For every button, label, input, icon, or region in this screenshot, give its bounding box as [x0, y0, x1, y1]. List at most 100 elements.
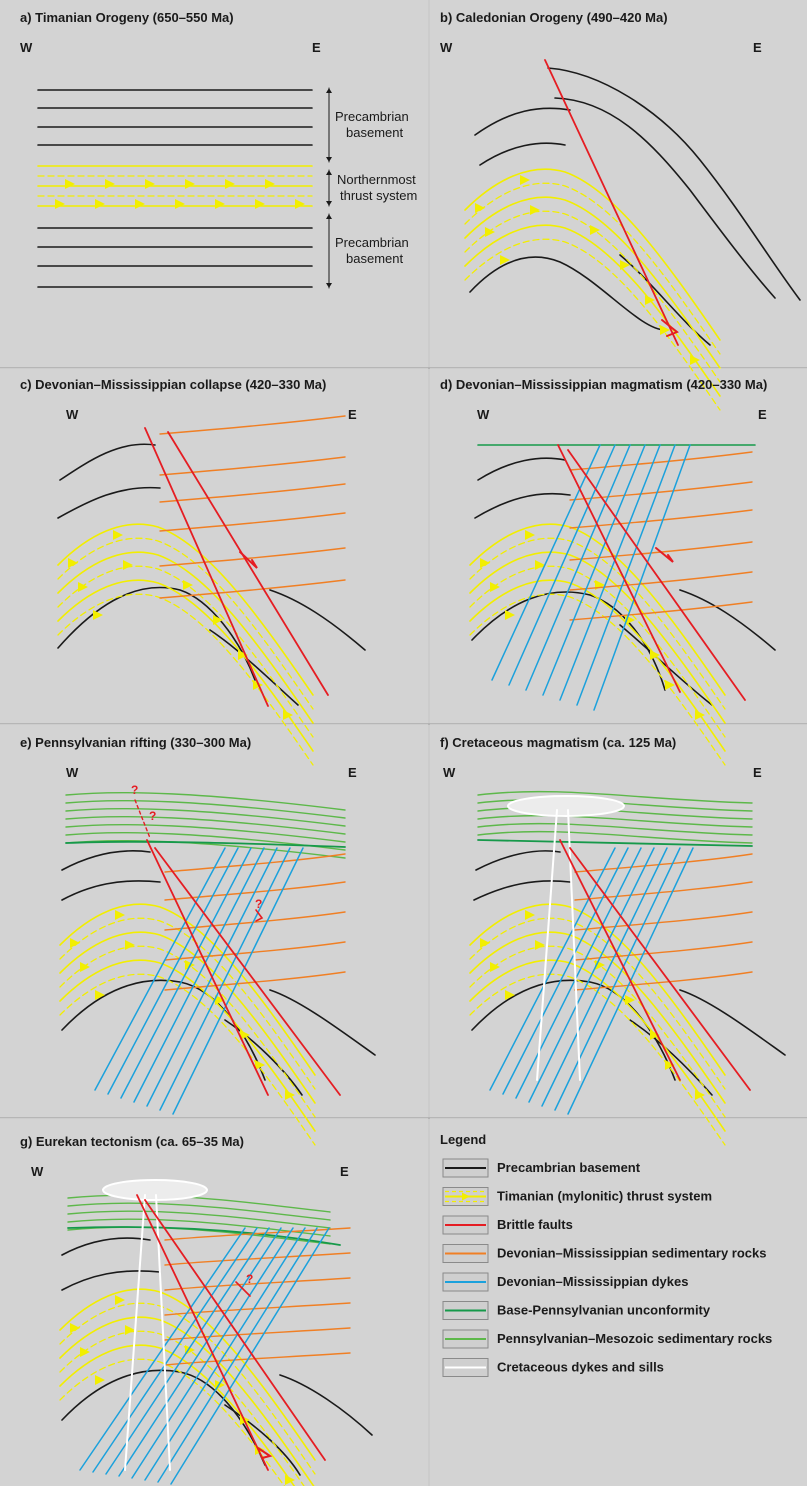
panel-g-west: W [31, 1164, 44, 1179]
thrust-tooth [255, 1060, 265, 1070]
pennsylvanian-mesozoic-layer [477, 830, 753, 844]
thrust-tooth [535, 940, 545, 950]
thrust-tooth [93, 610, 103, 620]
legend-item-label: Devonian–Mississippian sedimentary rocks [497, 1246, 767, 1261]
devonian-dyke [133, 847, 265, 1103]
thrust-tooth [95, 1375, 105, 1385]
pennsylvanian-mesozoic-layer [67, 1202, 331, 1221]
precambrian-layer [477, 457, 566, 481]
thrust-tooth [68, 558, 78, 568]
thrust-tooth [283, 710, 293, 720]
devonian-sediment-layer [164, 1252, 351, 1266]
thrust-line [469, 903, 726, 1076]
precambrian-layer [61, 880, 161, 901]
panel-d-title: d) Devonian–Mississippian magmatism (420… [440, 377, 767, 392]
cretaceous-dyke [567, 809, 581, 1081]
thrust-tooth [225, 179, 235, 189]
thrust-tooth [505, 610, 515, 620]
brittle-fault [146, 839, 269, 1096]
legend-item: Cretaceous dykes and sills [442, 1358, 664, 1377]
legend-title: Legend [440, 1132, 486, 1147]
pennsylvanian-mesozoic-layer [65, 791, 346, 811]
devonian-dyke [105, 1227, 270, 1475]
panel-c-title: c) Devonian–Mississippian collapse (420–… [20, 377, 326, 392]
legend-item: Brittle faults [442, 1215, 573, 1235]
thrust-tooth [530, 205, 540, 215]
precambrian-layer [57, 486, 161, 519]
thrust-tooth [295, 199, 305, 209]
panel-background [430, 369, 807, 724]
panel-a-title: a) Timanian Orogeny (650–550 Ma) [20, 10, 234, 25]
devonian-sediment-layer [164, 941, 346, 961]
precambrian-layer [61, 850, 151, 871]
thrust-tooth [175, 199, 185, 209]
devonian-dyke [144, 1227, 306, 1481]
arrow-head [326, 88, 332, 93]
thrust-dashed-line [59, 945, 316, 1118]
devonian-sediment-layer [159, 415, 346, 435]
pennsylvanian-mesozoic-layer [65, 799, 346, 819]
precambrian-layer [61, 979, 266, 1081]
thrust-tooth [80, 1347, 90, 1357]
precambrian-layer [209, 629, 299, 706]
pennsylvanian-mesozoic-layer [65, 807, 346, 827]
devonian-sediment-layer [164, 1302, 351, 1316]
panel-d-east: E [758, 407, 767, 422]
thrust-line [469, 551, 726, 724]
thrust-tooth [485, 227, 495, 237]
cretaceous-dyke [536, 809, 558, 1081]
thrust-tooth [213, 615, 223, 625]
thrust-tooth [490, 962, 500, 972]
cretaceous-sill [102, 1179, 208, 1201]
precambrian-layer [279, 1374, 373, 1436]
thrust-dashed-line [57, 593, 314, 766]
precambrian-layer [474, 107, 571, 136]
panel-a-label-thrust: Northernmost [337, 172, 416, 187]
panel-g: g) Eurekan tectonism (ca. 65–35 Ma) W E … [20, 1134, 373, 1486]
cretaceous-sill [507, 795, 625, 817]
fault-motion-arrow [235, 1281, 251, 1297]
panel-b-title: b) Caledonian Orogeny (490–420 Ma) [440, 10, 668, 25]
devonian-dyke [508, 444, 616, 686]
thrust-line [59, 1344, 296, 1486]
panel-background [430, 0, 807, 368]
pennsylvanian-mesozoic-layer [477, 822, 753, 836]
devonian-dyke [515, 847, 642, 1099]
precambrian-layer [473, 880, 571, 901]
panel-e-question-1: ? [131, 783, 138, 797]
thrust-dashed-line [464, 238, 721, 411]
thrust-dashed-line [469, 565, 726, 738]
brittle-fault [136, 1194, 269, 1471]
thrust-line [469, 931, 726, 1104]
devonian-dyke [170, 1227, 330, 1485]
precambrian-layer [61, 1270, 161, 1291]
thrust-dashed-line [59, 917, 316, 1090]
devonian-sediment-layer [164, 1327, 351, 1341]
pennsylvanian-mesozoic-layer [67, 1210, 331, 1229]
legend-item-label: Cretaceous dykes and sills [497, 1360, 664, 1375]
thrust-dashed-line [57, 565, 314, 738]
panel-a-label-lower-basement: Precambrian [335, 235, 409, 250]
thrust-line [57, 523, 314, 696]
panel-f-west: W [443, 765, 456, 780]
panel-a: a) Timanian Orogeny (650–550 Ma) W E Pre… [20, 10, 417, 289]
thrust-tooth [265, 179, 275, 189]
thrust-tooth [650, 650, 660, 660]
devonian-dyke [554, 847, 681, 1111]
panel-a-east: E [312, 40, 321, 55]
brittle-fault [569, 847, 751, 1091]
panel-d-west: W [477, 407, 490, 422]
thrust-line [59, 1288, 316, 1461]
panel-c: c) Devonian–Mississippian collapse (420–… [20, 377, 366, 766]
thrust-tooth [645, 295, 655, 305]
thrust-tooth [183, 580, 193, 590]
thrust-tooth [95, 199, 105, 209]
inferred-fault [134, 799, 151, 839]
panel-b-east: E [753, 40, 762, 55]
precambrian-layer [554, 97, 776, 299]
devonian-dyke [120, 847, 252, 1099]
precambrian-layer [619, 624, 713, 706]
base-pennsylvanian-unconformity [65, 840, 346, 848]
legend-item-label: Devonian–Mississippian dykes [497, 1274, 688, 1289]
